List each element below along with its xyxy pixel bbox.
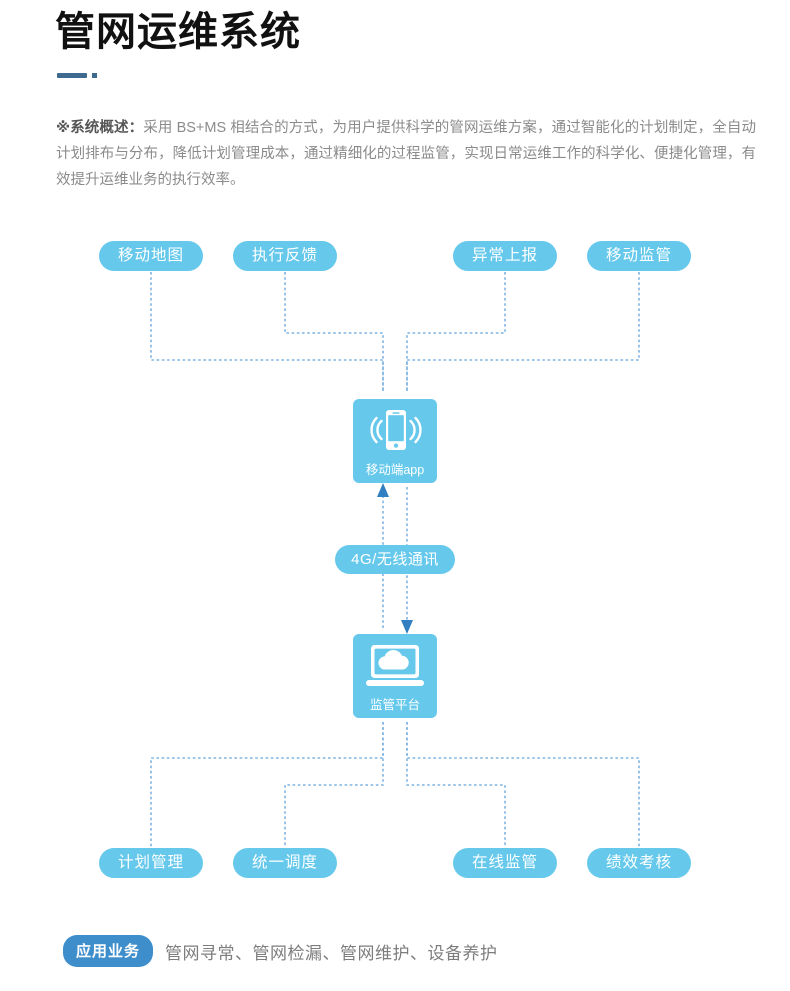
wire-bottom-inner-left [284,722,384,847]
system-overview-paragraph: ※系统概述：采用 BS+MS 相结合的方式，为用户提供科学的管网运维方案，通过智… [56,115,756,193]
feature-pill-performance-review[interactable]: 绩效考核 [587,848,691,878]
node-supervision-platform-label: 监管平台 [369,698,420,712]
wire-top-outer-left [150,272,384,392]
wire-bottom-outer-left [150,722,384,847]
feature-pill-unified-dispatch[interactable]: 统一调度 [233,848,337,878]
feature-pill-exception-report[interactable]: 异常上报 [453,241,557,271]
arrow-up-to-app [377,483,389,497]
wire-top-inner-right [406,272,506,392]
smartphone-signal-icon [353,408,437,454]
page-title: 管网运维系统 [55,10,301,54]
overview-label: ※系统概述： [56,119,144,136]
wire-top-inner-left [284,272,384,392]
footer-badge-label: 应用业务 [63,935,154,967]
feature-pill-plan-management[interactable]: 计划管理 [99,848,203,878]
node-mobile-app[interactable]: 移动端app [353,399,437,483]
wire-bottom-inner-right [406,722,506,847]
laptop-cloud-icon [353,643,437,689]
wire-top-outer-right [406,272,640,392]
arrow-down-to-platform [401,620,413,634]
application-business-footer: 应用业务 管网寻常、管网检漏、管网维护、设备养护 [63,935,498,967]
feature-pill-online-supervision[interactable]: 在线监管 [453,848,557,878]
wire-bottom-outer-right [406,722,640,847]
link-pill-4g-wireless[interactable]: 4G/无线通讯 [335,545,455,574]
feature-pill-mobile-supervision[interactable]: 移动监管 [587,241,691,271]
feature-pill-execution-feedback[interactable]: 执行反馈 [233,241,337,271]
node-supervision-platform[interactable]: 监管平台 [353,634,437,718]
footer-business-list: 管网寻常、管网检漏、管网维护、设备养护 [165,943,498,963]
overview-body: 采用 BS+MS 相结合的方式，为用户提供科学的管网运维方案，通过智能化的计划制… [56,119,756,188]
feature-pill-mobile-map[interactable]: 移动地图 [99,241,203,271]
title-underline-rule [57,73,87,78]
title-underline-dot [92,73,97,78]
node-mobile-app-label: 移动端app [365,463,425,477]
